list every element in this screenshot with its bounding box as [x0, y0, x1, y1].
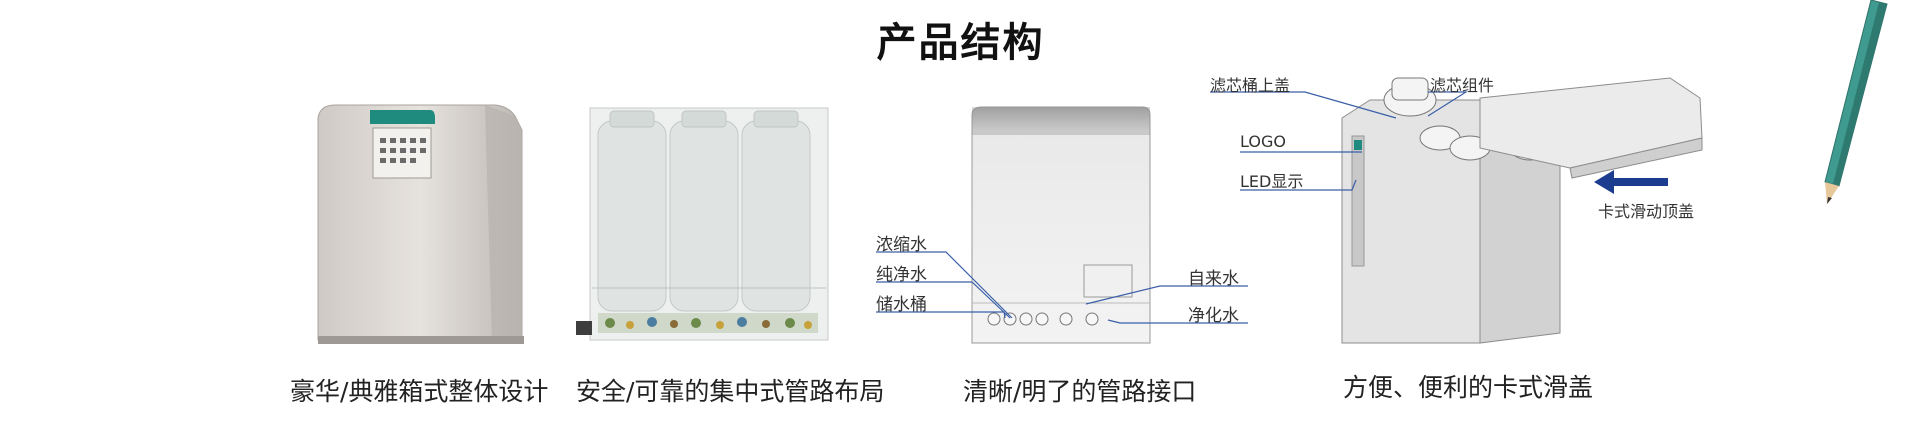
page-title: 产品结构 [876, 20, 1045, 66]
callout-sliding-top-lid: 卡式滑动顶盖 [1598, 202, 1695, 221]
callout-filter-lid: 滤芯桶上盖 [1210, 76, 1291, 95]
left-arrow-icon [1594, 170, 1668, 194]
callout-tap-water: 自来水 [1188, 269, 1239, 289]
caption-sliding-lid: 方便、便利的卡式滑盖 [1343, 373, 1594, 402]
callout-concentrate-water: 浓缩水 [876, 235, 927, 255]
pencil-icon [1824, 0, 1888, 204]
sliding-lid-image [1341, 77, 1703, 344]
callout-filter-assembly: 滤芯组件 [1430, 76, 1495, 95]
callout-purified-water: 净化水 [1188, 306, 1239, 326]
callout-pure-water: 纯净水 [876, 265, 927, 285]
rear-ports-image [971, 106, 1151, 344]
caption-pipe-interface: 清晰/明了的管路接口 [963, 377, 1197, 406]
callout-logo: LOGO [1240, 132, 1286, 151]
callout-storage-tank: 储水桶 [876, 295, 927, 315]
caption-cabinet-design: 豪华/典雅箱式整体设计 [290, 377, 549, 406]
callout-led-display: LED显示 [1240, 172, 1304, 191]
caption-piping-layout: 安全/可靠的集中式管路布局 [576, 377, 885, 406]
cabinet-exterior-image [317, 104, 524, 344]
internal-piping-image [576, 107, 829, 341]
